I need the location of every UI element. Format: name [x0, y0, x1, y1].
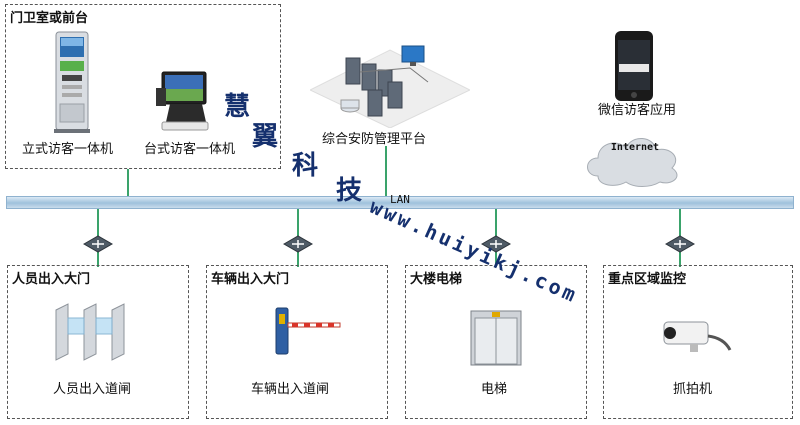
platform-link [385, 146, 387, 197]
watermark-char: 技 [336, 176, 363, 206]
turnstile-icon [55, 303, 125, 361]
network-switch-icon [82, 235, 114, 253]
mobile-label: 微信访客应用 [597, 103, 676, 118]
cloud-icon [587, 138, 678, 187]
zone-device-label: 人员出入道闸 [53, 382, 132, 397]
zone-box-vehicle-gate: 车辆出入大门 [206, 265, 388, 419]
desktop-kiosk-icon [156, 71, 209, 131]
standing-kiosk-icon [54, 31, 90, 133]
zone-box-surveillance: 重点区域监控 [603, 265, 793, 419]
cloud-label: Internet [610, 142, 660, 153]
zone-box-elevator: 大楼电梯 [405, 265, 587, 419]
zone-title: 车辆出入大门 [211, 272, 290, 287]
network-switch-icon [480, 235, 512, 253]
zone-box-pedestrian-gate: 人员出入大门 [7, 265, 189, 419]
network-switch-icon [664, 235, 696, 253]
lan-label: LAN [390, 193, 410, 206]
zone-device-label: 抓拍机 [673, 382, 713, 397]
lan-bus [6, 196, 794, 209]
watermark-char: 慧 [224, 92, 251, 122]
smartphone-icon [615, 31, 653, 101]
standing-kiosk-label: 立式访客一体机 [22, 142, 114, 157]
zone-title: 大楼电梯 [410, 272, 463, 287]
zone-title: 人员出入大门 [12, 272, 91, 287]
watermark-char: 翼 [252, 122, 279, 152]
guard-room-link [127, 169, 129, 197]
platform-label: 综合安防管理平台 [322, 132, 427, 147]
barrier-gate-icon [275, 307, 341, 355]
guard-room-box: 门卫室或前台 [5, 4, 281, 169]
guard-room-title: 门卫室或前台 [10, 11, 89, 26]
elevator-icon [470, 310, 522, 366]
zone-device-label: 电梯 [481, 382, 508, 397]
camera-icon [663, 321, 732, 352]
zone-title: 重点区域监控 [608, 272, 687, 287]
network-switch-icon [282, 235, 314, 253]
watermark-char: 科 [292, 151, 319, 181]
server-platform-icon [310, 45, 470, 128]
zone-device-label: 车辆出入道闸 [251, 382, 330, 397]
desktop-kiosk-label: 台式访客一体机 [144, 142, 236, 157]
